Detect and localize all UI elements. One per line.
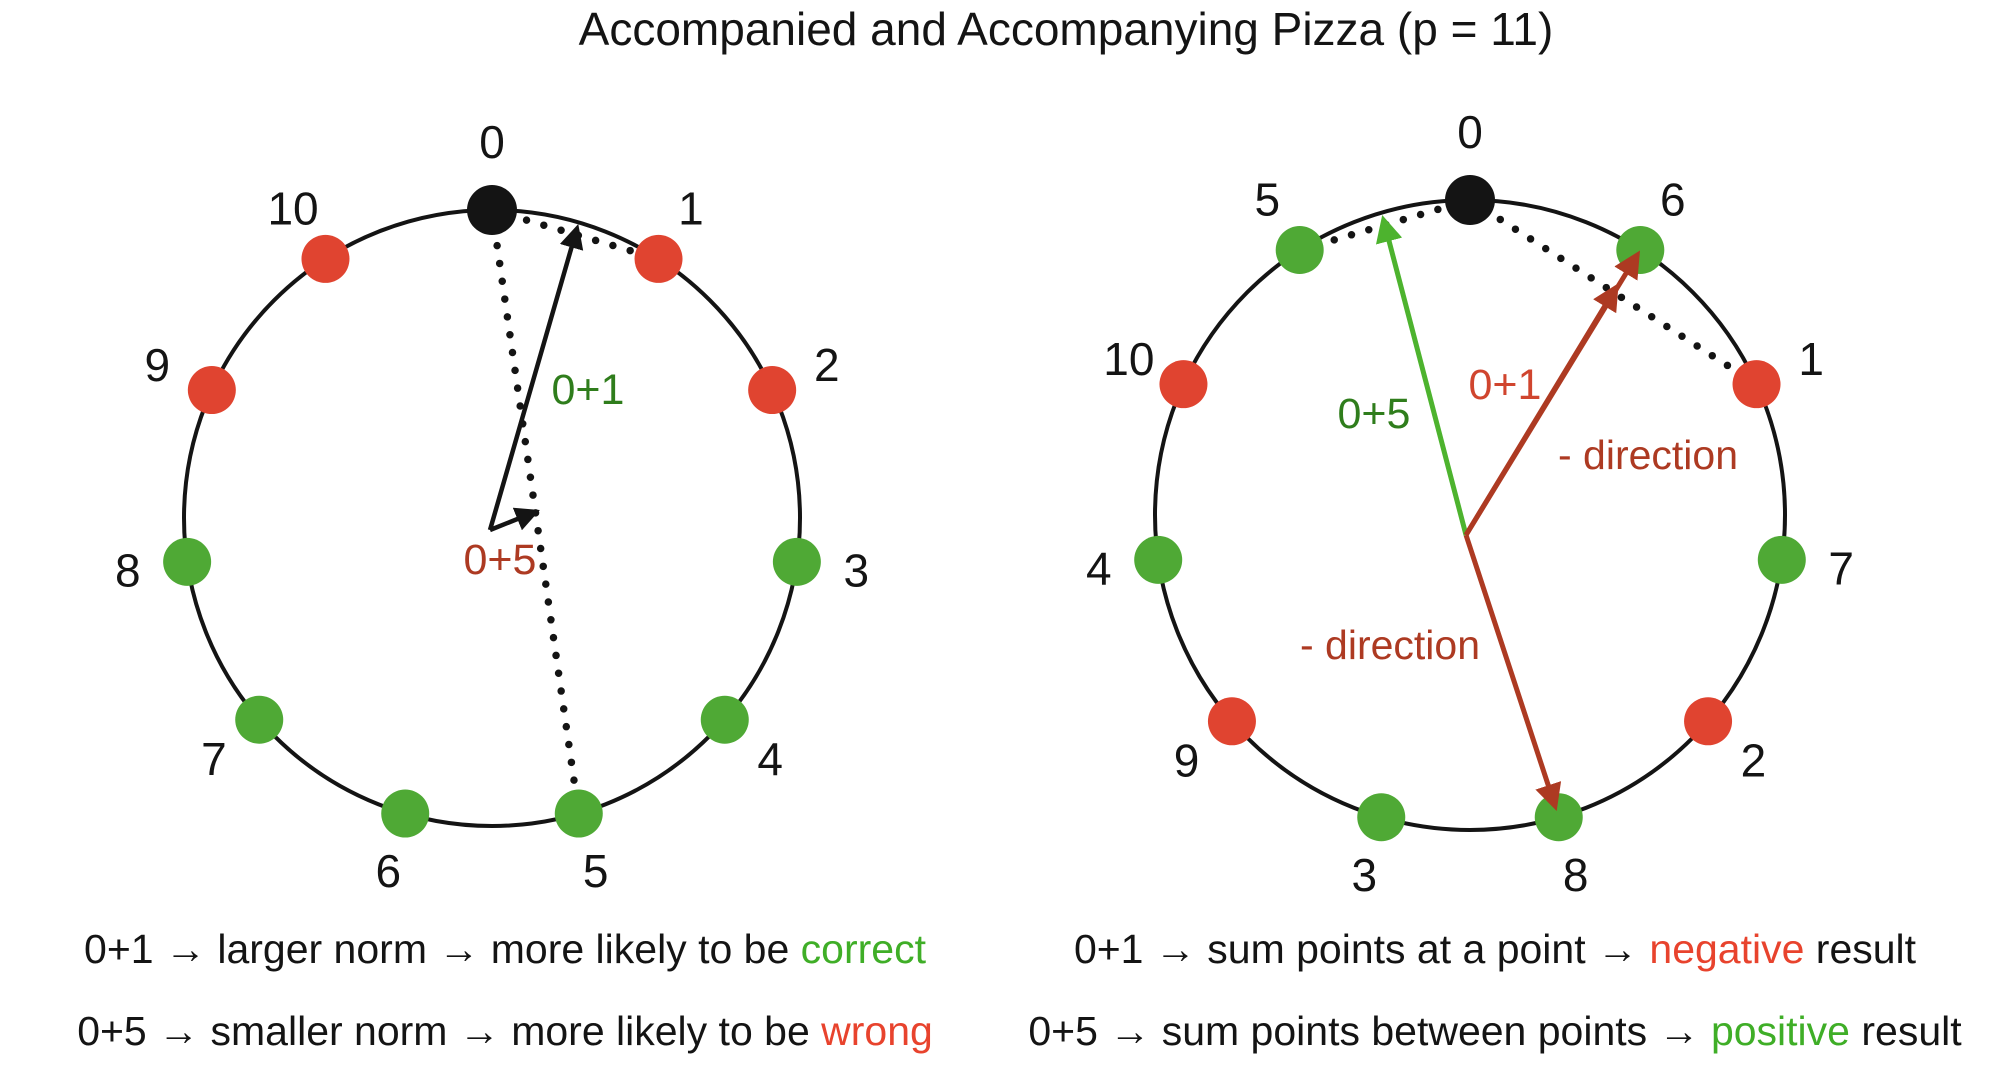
right-point-label-3: 3	[1352, 849, 1378, 901]
left-point-label-0: 0	[479, 116, 505, 168]
left-point-label-6: 6	[376, 845, 402, 897]
right-point-dot-10	[1159, 360, 1208, 409]
left-sum-0-1-label: 0+1	[552, 366, 625, 414]
right-neg-dir-arrow	[1463, 534, 1562, 811]
right-point-dot-7	[1757, 535, 1806, 584]
note-right-line-2-segment-1: positive	[1710, 1008, 1850, 1054]
left-point-label-1: 1	[678, 182, 704, 234]
right-point-label-9: 9	[1174, 735, 1200, 787]
left-point-dot-10	[301, 234, 350, 283]
left-point-dot-0	[467, 185, 517, 235]
right-dotted-chord-0-1	[1466, 196, 1761, 388]
left-point-label-4: 4	[757, 733, 783, 785]
left-point-label-8: 8	[115, 544, 141, 596]
right-point-label-0: 0	[1457, 106, 1483, 158]
note-right-line-1-segment-1: negative	[1649, 926, 1805, 972]
left-point-dot-2	[748, 366, 797, 415]
note-left-line-1-segment-0: 0+1 → larger norm → more likely to be	[84, 926, 801, 972]
note-left-line-2-segment-1: wrong	[821, 1008, 933, 1054]
left-point-dot-3	[772, 537, 821, 586]
left-sum-0-5-label: 0+5	[464, 536, 537, 584]
right-point-dot-5	[1275, 226, 1324, 275]
left-point-label-3: 3	[843, 544, 869, 596]
left-point-dot-6	[381, 789, 430, 838]
page-title: Accompanied and Accompanying Pizza (p = …	[578, 3, 1554, 55]
right-pizza-diagram: 0 6 1 7 2 8 3 9 4 10 5 0+5 0+1 - direction - direction	[1086, 106, 1854, 901]
left-point-label-9: 9	[144, 339, 170, 391]
right-point-label-7: 7	[1828, 542, 1854, 594]
left-point-dot-4	[700, 695, 749, 744]
left-point-label-10: 10	[267, 182, 318, 234]
note-right-line-2-segment-0: 0+5 → sum points between points →	[1028, 1008, 1711, 1054]
right-sum-0-5-label: 0+5	[1338, 390, 1411, 438]
note-right-line-1: 0+1 → sum points at a point → negative r…	[990, 926, 2000, 973]
left-point-label-7: 7	[201, 733, 227, 785]
right-point-label-2: 2	[1741, 735, 1767, 787]
right-point-dot-4	[1134, 535, 1183, 584]
note-left-line-2-segment-0: 0+5 → smaller norm → more likely to be	[77, 1008, 822, 1054]
right-point-dot-1	[1732, 360, 1781, 409]
right-point-label-6: 6	[1660, 174, 1686, 226]
note-right-line-2-segment-2: result	[1849, 1008, 1962, 1054]
left-pizza-diagram: 0 1 2 3 4 5 6 7 8 9 10 0+1 0+5	[115, 116, 869, 897]
left-sum-0-1-arrow	[487, 224, 584, 531]
note-left-line-1: 0+1 → larger norm → more likely to be co…	[0, 926, 1010, 973]
note-right-line-1-segment-2: result	[1804, 926, 1917, 972]
right-point-dot-9	[1207, 697, 1256, 746]
left-point-dot-8	[163, 537, 212, 586]
right-point-label-5: 5	[1254, 174, 1280, 226]
note-right-line-2: 0+5 → sum points between points → positi…	[990, 1008, 2000, 1055]
right-point-dot-8	[1534, 793, 1583, 842]
note-right-line-1-segment-0: 0+1 → sum points at a point →	[1073, 926, 1650, 972]
right-sum-0-1-label: 0+1	[1469, 361, 1542, 409]
right-sum-0-5-arrow	[1375, 214, 1469, 536]
left-point-dot-9	[187, 366, 236, 415]
right-sum-0-1-end-arrow	[1463, 250, 1640, 537]
right-point-label-4: 4	[1086, 542, 1112, 594]
right-point-dot-6	[1616, 226, 1665, 275]
left-point-label-2: 2	[814, 339, 840, 391]
pizza-diagrams: 0 1 2 3 4 5 6 7 8 9 10 0+1 0+5 0 6 1 7 2 8 3 9 4 10 5 0+5 0+1 - di…	[115, 106, 1854, 901]
left-point-label-5: 5	[583, 845, 609, 897]
right-point-dot-0	[1445, 175, 1495, 225]
note-left-line-1-segment-1: correct	[800, 926, 926, 972]
right-dir-down-label: - direction	[1300, 622, 1480, 668]
right-point-label-1: 1	[1798, 333, 1824, 385]
right-point-label-8: 8	[1563, 849, 1589, 901]
right-point-dot-2	[1684, 697, 1733, 746]
right-dir-up-label: - direction	[1558, 432, 1738, 478]
right-point-label-10: 10	[1103, 333, 1154, 385]
note-left-line-2: 0+5 → smaller norm → more likely to be w…	[0, 1008, 1010, 1055]
left-point-dot-1	[634, 234, 683, 283]
left-point-dot-7	[235, 695, 284, 744]
left-point-dot-5	[554, 789, 603, 838]
right-point-dot-3	[1357, 793, 1406, 842]
left-sum-0-5-arrow	[489, 507, 540, 533]
